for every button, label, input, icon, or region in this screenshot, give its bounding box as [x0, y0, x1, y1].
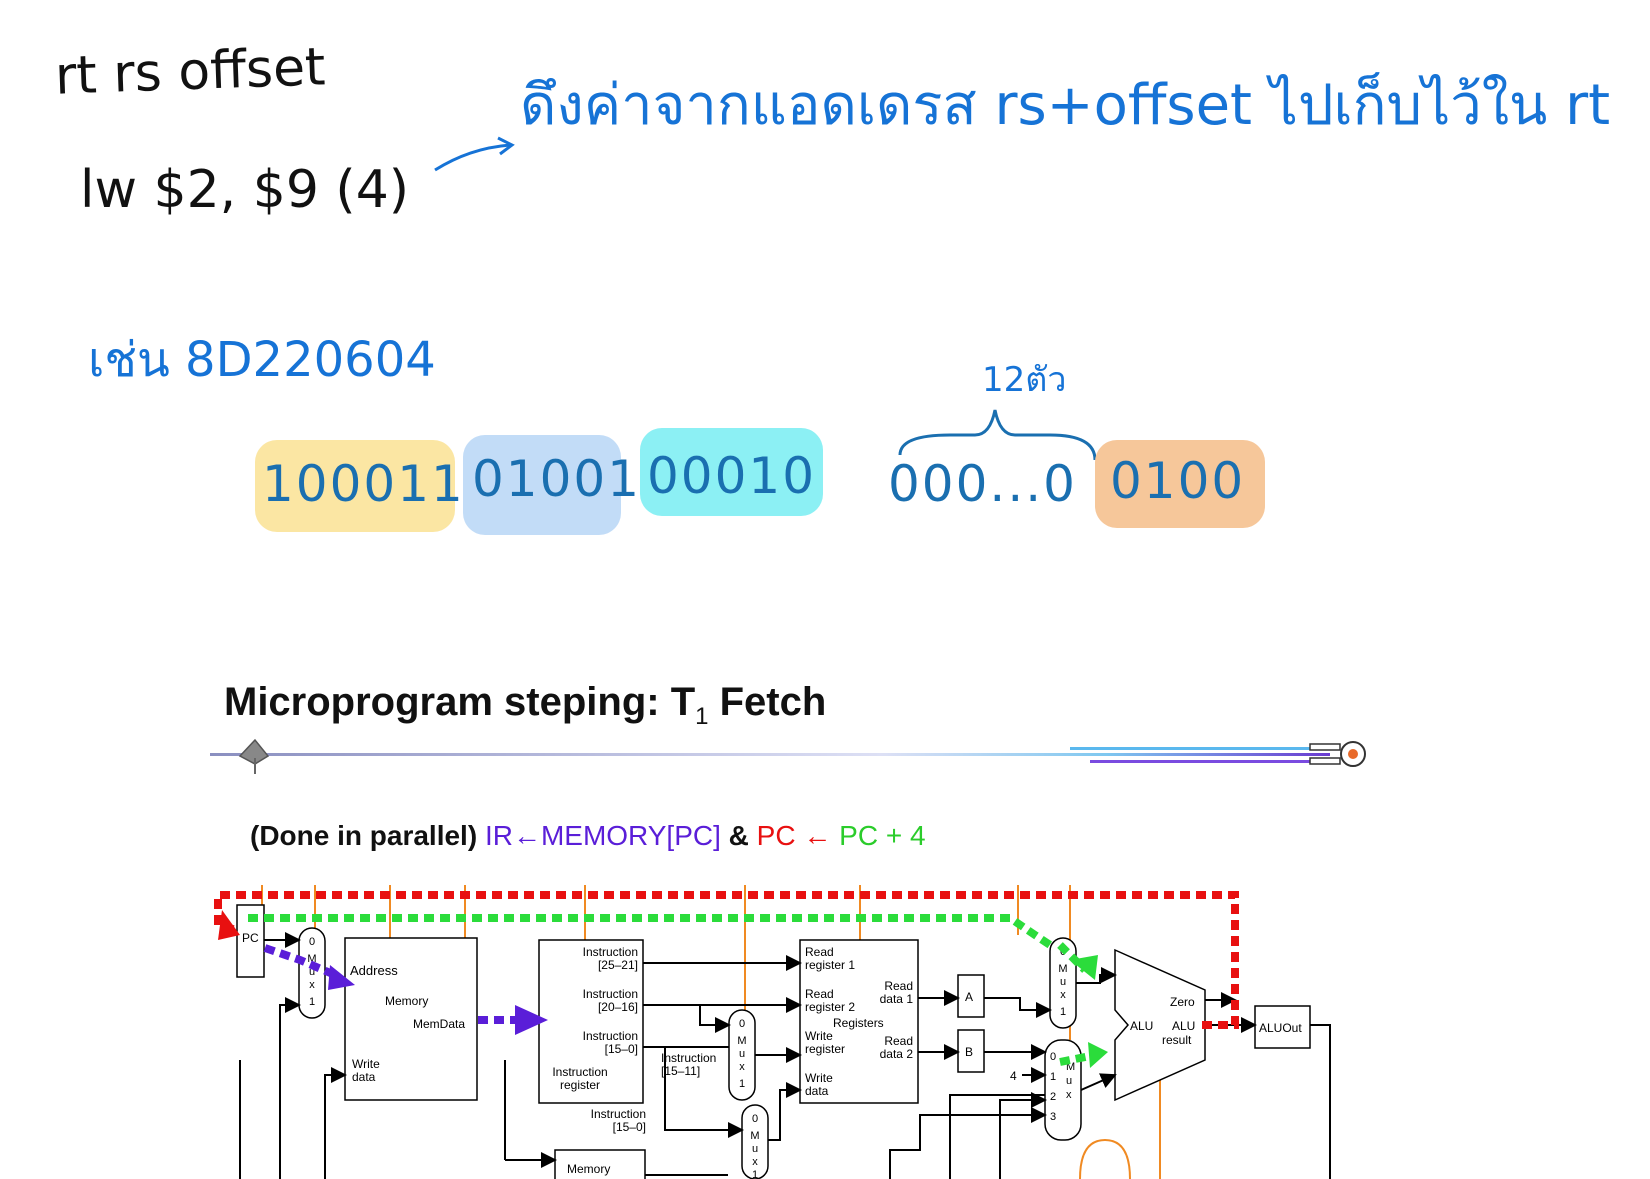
address-label: Address: [350, 963, 398, 978]
mux2-x: x: [739, 1061, 745, 1073]
rr2-b: register 2: [805, 1000, 855, 1014]
address-path: [263, 944, 337, 979]
write-data-mux: [741, 1104, 769, 1179]
rr1-b: register 1: [805, 958, 855, 972]
mux1-u: u: [309, 966, 315, 978]
zeros-bits: 000...0: [888, 455, 1077, 513]
brace-icon: [898, 409, 1097, 461]
ir-1511-b: [15–11]: [661, 1064, 700, 1078]
pc-plus4-path: [248, 914, 1053, 949]
mux3-M: M: [750, 1130, 759, 1142]
reg-b-label: B: [965, 1045, 973, 1059]
rd1-a: Read: [884, 979, 913, 993]
mux2-M: M: [737, 1035, 746, 1047]
mux1-0: 0: [309, 936, 315, 948]
ir-reg-a: Instruction: [552, 1065, 607, 1079]
offset-highlight: [1095, 440, 1265, 528]
muxb-u: u: [1066, 1075, 1072, 1087]
memory-data-register: [554, 1149, 646, 1179]
muxb-0: 0: [1050, 1051, 1056, 1063]
registers-block: [799, 939, 919, 1104]
ship-icon: [238, 738, 270, 774]
mux3-1: 1: [752, 1169, 758, 1179]
four-label: 4: [1010, 1069, 1017, 1083]
mux4-M: M: [1058, 963, 1067, 975]
brace-label: 12ตัว: [982, 360, 1067, 400]
mux2-0: 0: [739, 1018, 745, 1030]
example-note: เช่น 8D220604: [88, 332, 436, 388]
aluout-register: [1254, 1005, 1311, 1049]
four-to-alu-path: [1059, 1051, 1096, 1066]
mux2-u: u: [739, 1048, 745, 1060]
wr-a: Write: [805, 1029, 833, 1043]
ir-2016-a: Instruction: [583, 987, 638, 1001]
arrow-icon: [434, 136, 515, 172]
muxb-3: 3: [1050, 1111, 1056, 1123]
rs-highlight: [463, 435, 621, 535]
mux1-1: 1: [309, 996, 315, 1008]
opcode-highlight: [255, 440, 455, 532]
mem-write-label: Write: [352, 1057, 380, 1071]
alu-label: ALU: [1130, 1019, 1153, 1033]
reg-a-label: A: [965, 990, 973, 1004]
mux1-x: x: [309, 979, 315, 991]
muxb-1: 1: [1050, 1071, 1056, 1083]
muxb-M: M: [1066, 1061, 1075, 1073]
offset-bits: 0100: [1110, 452, 1246, 510]
muxb-x: x: [1066, 1089, 1072, 1101]
alu: [1114, 948, 1206, 1102]
rt-highlight: [640, 428, 823, 516]
ir-150b-a: Instruction: [591, 1107, 646, 1121]
instruction-register-block: [538, 939, 644, 1104]
mux4-u: u: [1060, 976, 1066, 988]
rd2-a: Read: [884, 1034, 913, 1048]
ir-2521-a: Instruction: [583, 945, 638, 959]
mux2-1: 1: [739, 1078, 745, 1090]
wd-a: Write: [805, 1071, 833, 1085]
ir-150b-b: [15–0]: [613, 1120, 646, 1134]
pc-update-path: [214, 891, 1239, 1029]
wr-b: register: [805, 1042, 845, 1056]
memory-block: [344, 937, 478, 1101]
rs-bits: 01001: [472, 450, 642, 508]
ir-150-a: Instruction: [583, 1029, 638, 1043]
zero-label: Zero: [1170, 995, 1195, 1009]
rd1-b: data 1: [880, 992, 914, 1006]
mdr-label: Memory: [567, 1162, 610, 1176]
opcode-bits: 100011: [262, 455, 465, 513]
alu-result-a: ALU: [1172, 1019, 1195, 1033]
memory-label: Memory: [385, 994, 428, 1008]
explanation-note: ดึงค่าจากแอดเดรส rs+offset ไปเก็บไว้ใน r…: [520, 73, 1611, 138]
ir-1511-a: Instruction: [661, 1051, 716, 1065]
registers-label: Registers: [833, 1016, 884, 1030]
muxb-2: 2: [1050, 1091, 1056, 1103]
alu-result-b: result: [1162, 1033, 1192, 1047]
rr2-a: Read: [805, 987, 834, 1001]
ir-150-b: [15–0]: [605, 1042, 638, 1056]
mux1-M: M: [307, 953, 316, 965]
rd2-b: data 2: [880, 1047, 914, 1061]
title-rule: [210, 738, 1366, 774]
wd-b: data: [805, 1084, 829, 1098]
instruction-note: lw $2, $9 (4): [80, 160, 410, 220]
mux4-x: x: [1060, 989, 1066, 1001]
pc-label: PC: [242, 931, 259, 945]
mux3-0: 0: [752, 1113, 758, 1125]
rr1-a: Read: [805, 945, 834, 959]
ir-2016-b: [20–16]: [598, 1000, 638, 1014]
ir-reg-b: register: [560, 1078, 600, 1092]
mem-data-label: data: [352, 1070, 376, 1084]
rt-bits: 00010: [647, 447, 817, 505]
mux4-1: 1: [1060, 1006, 1066, 1018]
starship-icon: [1309, 741, 1366, 767]
ir-2521-b: [25–21]: [598, 958, 638, 972]
parallel-caption: (Done in parallel) IR←MEMORY[PC] & PC ← …: [250, 820, 926, 851]
aluout-label: ALUOut: [1259, 1021, 1302, 1035]
mux3-x: x: [752, 1156, 758, 1168]
slide-title: Microprogram steping: T1 Fetch: [224, 680, 827, 730]
memdata-label: MemData: [413, 1017, 465, 1031]
mux3-u: u: [752, 1143, 758, 1155]
